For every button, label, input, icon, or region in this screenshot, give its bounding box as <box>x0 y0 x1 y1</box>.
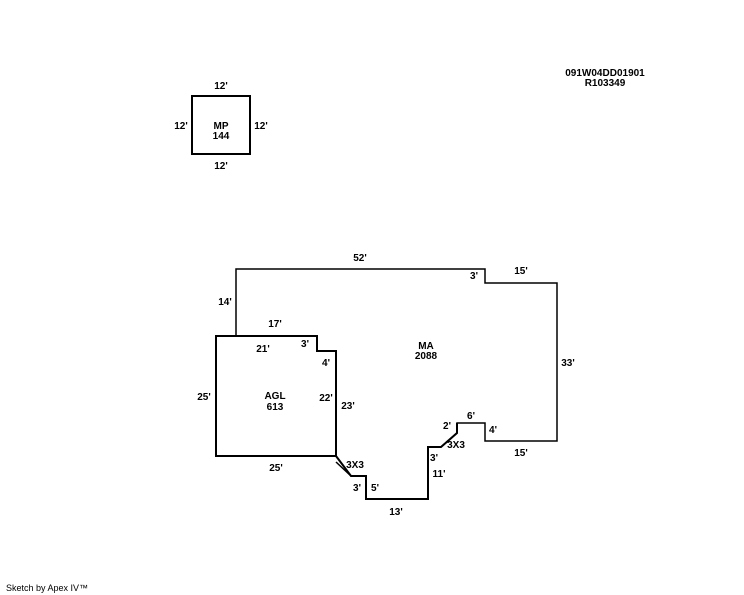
ma-diag-left-dimension: 3X3 <box>346 460 364 471</box>
ma-right-lower-a-dimension: 3' <box>430 453 438 464</box>
ma-step-left-dimension: 2' <box>443 421 451 432</box>
ma-inner-right-dimension: 23' <box>341 401 355 412</box>
agl-bottom-dimension: 25' <box>269 463 283 474</box>
mp-right-dimension: 12' <box>254 121 268 132</box>
mp-left-dimension: 12' <box>174 121 188 132</box>
parcel-id: 091W04DD01901 <box>565 68 645 79</box>
ma-top-dimension: 52' <box>353 253 367 264</box>
ma-bottom-left-b-dimension: 5' <box>371 483 379 494</box>
ma-bottom-right-dimension: 15' <box>514 448 528 459</box>
ma-diag-right-dimension: 3X3 <box>447 440 465 451</box>
agl-right-dimension: 22' <box>319 393 333 404</box>
ma-lower-boundary <box>335 351 458 500</box>
agl-notch-a-dimension: 3' <box>301 339 309 350</box>
agl-area-code: AGL <box>264 391 285 402</box>
ma-area-sqft: 2088 <box>415 351 438 362</box>
mp-bottom-dimension: 12' <box>214 161 228 172</box>
ma-bottom-dimension: 13' <box>389 507 403 518</box>
ma-outline <box>235 268 558 500</box>
ma-right-step-dimension: 4' <box>489 425 497 436</box>
account-id: R103349 <box>585 78 626 89</box>
sketch-credit: Sketch by Apex IV™ <box>6 583 88 593</box>
mp-area-code: MP <box>214 121 229 132</box>
ma-notch-top-dimension: 3' <box>470 271 478 282</box>
ma-right-dimension: 33' <box>561 358 575 369</box>
agl-top-inner-dimension: 21' <box>256 344 270 355</box>
ma-top-right-dimension: 15' <box>514 266 528 277</box>
ma-area-code: MA <box>418 341 434 352</box>
ma-step-top-dimension: 6' <box>467 411 475 422</box>
agl-left-dimension: 25' <box>197 392 211 403</box>
ma-right-lower-b-dimension: 11' <box>433 469 446 480</box>
mp-outline <box>191 95 251 155</box>
ma-left-dimension: 14' <box>218 297 232 308</box>
ma-bottom-left-a-dimension: 3' <box>353 483 361 494</box>
agl-area-sqft: 613 <box>267 402 284 413</box>
agl-top-outer-dimension: 17' <box>268 319 282 330</box>
mp-area-sqft: 144 <box>213 131 230 142</box>
agl-notch-b-dimension: 4' <box>322 358 330 369</box>
mp-top-dimension: 12' <box>214 81 228 92</box>
